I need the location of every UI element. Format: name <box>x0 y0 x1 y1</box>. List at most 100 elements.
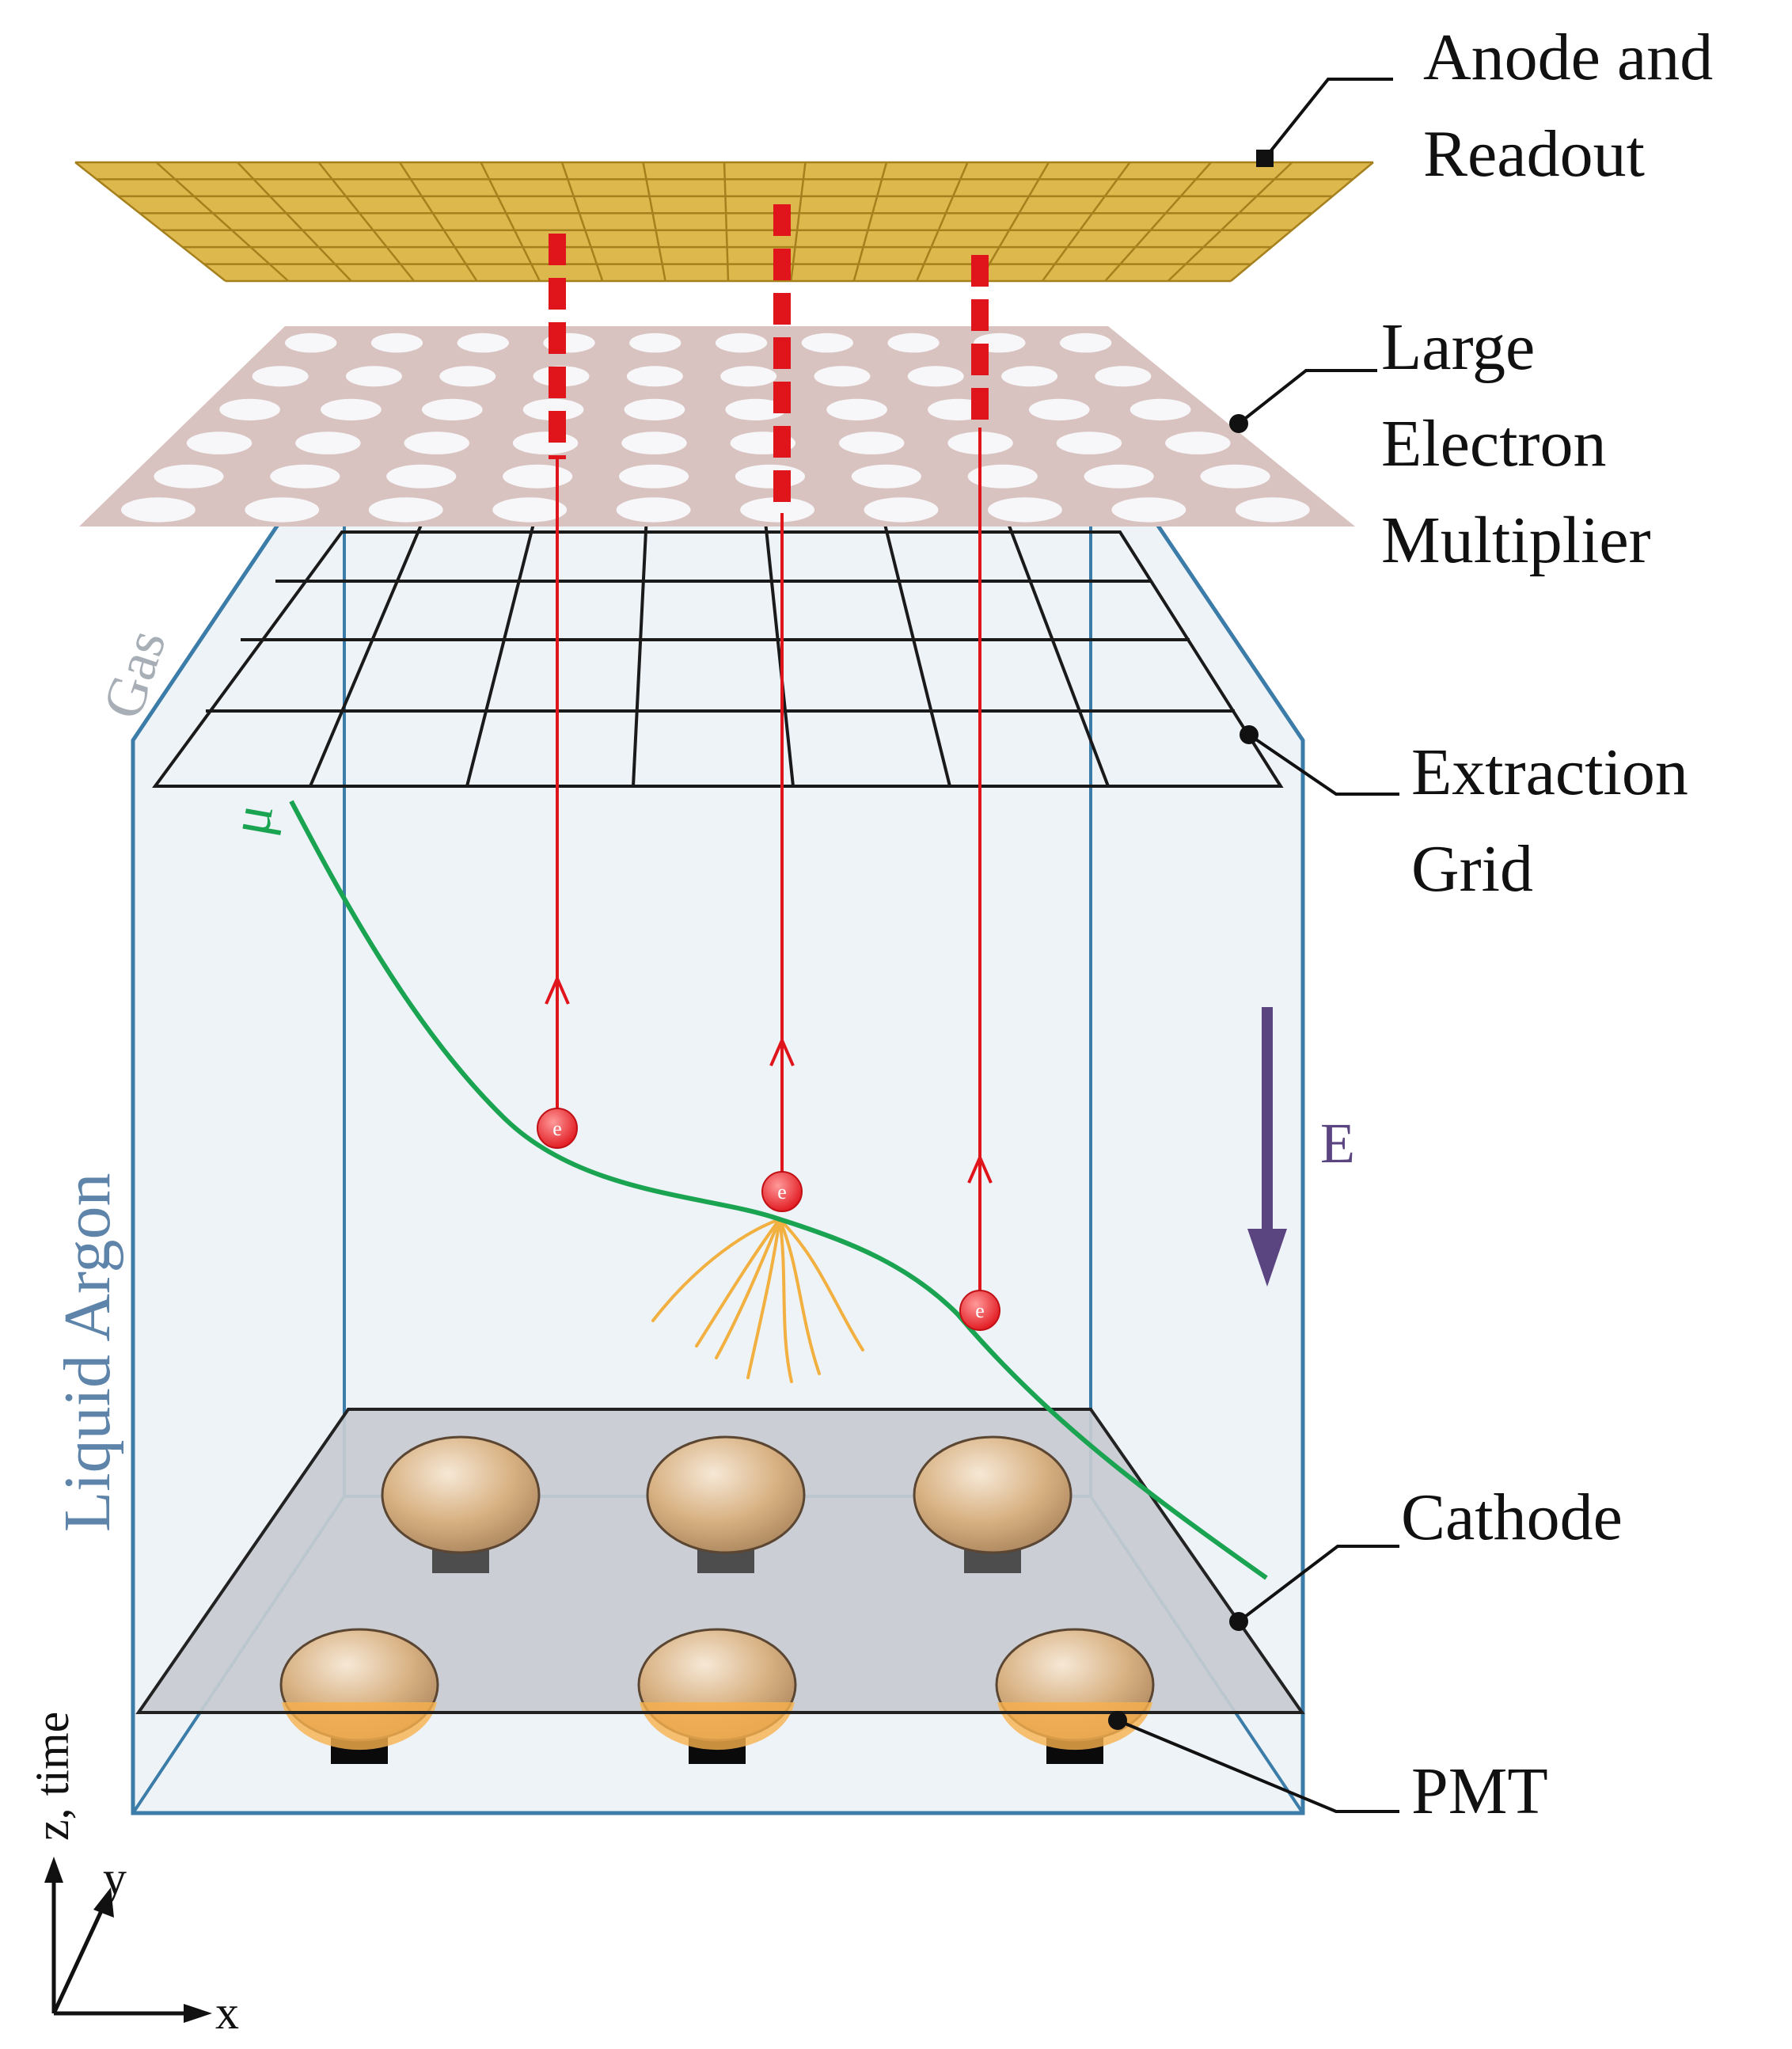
lem-hole <box>186 431 252 454</box>
lem-hole <box>219 398 280 421</box>
lem-hole <box>1001 366 1058 387</box>
anode-label: Anode and Readout <box>1423 21 1713 191</box>
axes-indicator <box>44 1857 212 2023</box>
axis-x-label: x <box>215 1986 239 2039</box>
anode-grid-lines <box>74 161 1374 283</box>
lem-hole <box>522 398 584 421</box>
lem-hole <box>826 398 887 421</box>
extraction-grid-label: Extraction Grid <box>1411 736 1688 906</box>
lem-hole <box>270 464 340 488</box>
lem-hole <box>295 431 361 454</box>
lem-hole <box>439 366 496 387</box>
lem-hole <box>245 497 320 523</box>
lem-hole <box>1059 333 1112 353</box>
lem-hole <box>368 497 443 523</box>
anode-grid-line <box>398 162 478 282</box>
anode-grid-line <box>915 162 969 282</box>
svg-text:e: e <box>777 1180 787 1203</box>
lem-hole <box>285 333 337 353</box>
axis-z-label: z, time <box>26 1712 78 1841</box>
lem-hole <box>624 398 685 421</box>
lem-hole <box>1084 464 1154 488</box>
anode-grid-line <box>642 162 666 282</box>
axis-y-label: y <box>103 1852 127 1904</box>
lem-hole <box>370 333 423 353</box>
anode-grid-line <box>1104 162 1212 282</box>
lem-hole <box>725 398 787 421</box>
electron-left: e <box>537 1108 578 1149</box>
svg-text:Readout: Readout <box>1423 117 1645 191</box>
lem-hole <box>1095 366 1152 387</box>
lem-hole <box>1200 464 1270 488</box>
lem-plate <box>79 326 1355 527</box>
lem-hole <box>626 366 683 387</box>
lem-hole <box>967 464 1038 488</box>
lem-hole <box>252 366 309 387</box>
electric-field-arrow <box>1247 1007 1287 1287</box>
lem-hole <box>887 333 940 353</box>
lem-hole <box>512 431 579 454</box>
lem-hole <box>616 497 691 523</box>
anode-grid-line <box>155 162 290 282</box>
drift-path-center <box>769 204 795 1188</box>
lem-hole <box>120 497 196 523</box>
pmt-back-right <box>913 1435 1073 1573</box>
lem-hole <box>618 464 689 488</box>
lem-hole <box>386 464 457 488</box>
lem-hole <box>735 464 806 488</box>
svg-text:Extraction: Extraction <box>1411 736 1688 809</box>
lem-hole <box>720 366 777 387</box>
svg-text:e: e <box>552 1117 562 1140</box>
callout-leaders <box>1117 78 1399 1813</box>
lem-hole <box>629 333 681 353</box>
field-label: E <box>1320 1112 1355 1175</box>
anode-grid-line <box>480 162 541 282</box>
liquid-argon-label: Liquid Argon <box>51 1173 124 1532</box>
lem-label: Large Electron Multiplier <box>1381 310 1651 577</box>
electron-center: e <box>761 1171 803 1212</box>
drift-paths <box>545 204 993 1306</box>
svg-text:Large: Large <box>1381 310 1535 384</box>
lem-hole <box>421 398 483 421</box>
svg-text:e: e <box>975 1299 985 1322</box>
lem-hole <box>1235 497 1310 523</box>
anode-grid-line <box>1041 162 1131 282</box>
anode-grid-line <box>1230 162 1374 282</box>
lem-hole <box>503 464 573 488</box>
pmt-back-center <box>646 1435 806 1573</box>
lem-hole <box>907 366 964 387</box>
anode-grid-line <box>978 162 1050 282</box>
lem-hole <box>1111 497 1186 523</box>
lem-hole <box>154 464 224 488</box>
lem-hole <box>987 497 1062 523</box>
lem-hole <box>321 398 382 421</box>
lem-hole <box>404 431 469 454</box>
lem-hole <box>839 431 905 454</box>
lem-hole <box>851 464 921 488</box>
pmt-back-left <box>381 1435 541 1573</box>
svg-text:Electron: Electron <box>1381 407 1607 481</box>
scintillation-shower <box>651 1218 864 1383</box>
cathode-label: Cathode <box>1401 1481 1623 1554</box>
anode-grid-line <box>237 162 352 282</box>
lem-hole <box>715 333 768 353</box>
lem-holes <box>120 333 1310 523</box>
anode-grid-line <box>1167 162 1293 282</box>
anode-plate <box>74 161 1374 283</box>
svg-text:Grid: Grid <box>1411 832 1533 906</box>
anode-grid-line <box>723 162 730 282</box>
anode-grid-line <box>790 162 807 282</box>
lem-hole <box>801 333 853 353</box>
lem-hole <box>1129 398 1191 421</box>
anode-grid-line <box>852 162 888 282</box>
pmt-label: PMT <box>1411 1754 1548 1828</box>
lem-hole <box>621 431 687 454</box>
muon-track <box>289 800 1268 1580</box>
anode-grid-line <box>560 162 604 282</box>
callout-dots <box>1108 150 1274 1730</box>
svg-text:Anode and: Anode and <box>1423 21 1713 94</box>
lem-hole <box>1165 431 1231 454</box>
lem-hole <box>740 497 814 523</box>
lem-hole <box>814 366 871 387</box>
